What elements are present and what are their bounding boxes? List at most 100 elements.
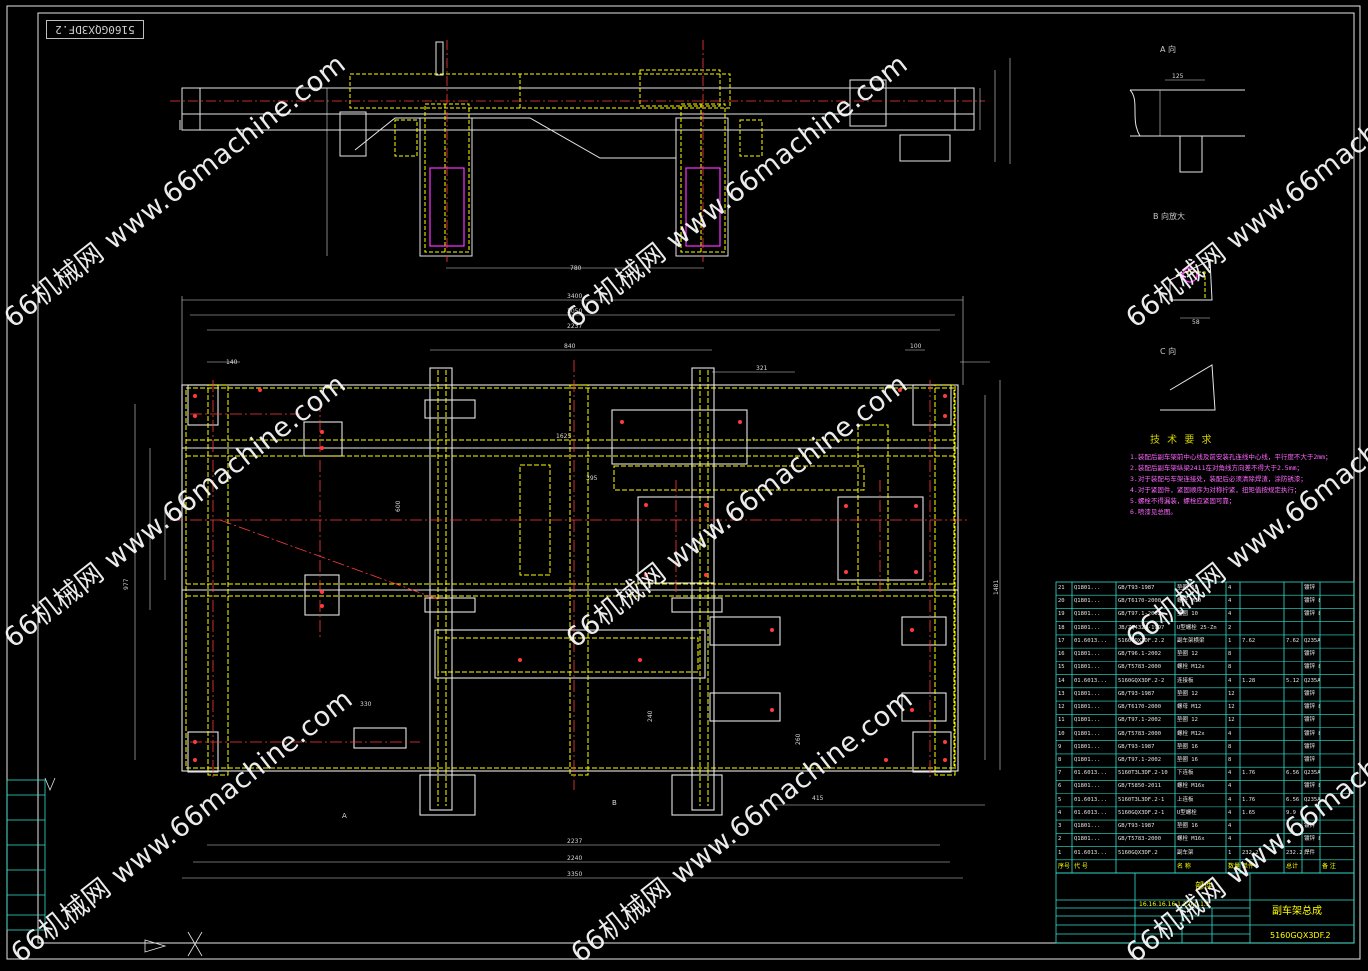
bom-cell bbox=[1286, 833, 1302, 846]
title-block bbox=[1055, 872, 1355, 944]
tech-req-title: 技 术 要 求 bbox=[1150, 435, 1214, 446]
bom-header-cell: 名 称 bbox=[1177, 862, 1191, 870]
bom-cell bbox=[1242, 741, 1284, 754]
bom-cell bbox=[1286, 622, 1302, 635]
bom-cell: 1.76 bbox=[1242, 796, 1256, 803]
bom-cell: 垫圈 10 bbox=[1177, 611, 1198, 618]
bom-cell: 8 bbox=[1228, 651, 1232, 658]
bom-header-cell: 序号 bbox=[1058, 862, 1071, 870]
ucs-y-icon bbox=[44, 777, 56, 792]
bom-cell bbox=[1242, 780, 1284, 793]
bom-cell: 7.62 bbox=[1286, 637, 1300, 644]
bom-cell: 01.6013... bbox=[1074, 770, 1108, 777]
bom-cell: 19 bbox=[1058, 611, 1065, 618]
bom-cell bbox=[1286, 728, 1302, 741]
bom-cell: GB/T5783-2000 bbox=[1118, 836, 1162, 843]
bom-cell: Q1801... bbox=[1074, 651, 1101, 658]
drawing-frame bbox=[6, 5, 1361, 960]
dim-bottom-2237: 2237 bbox=[567, 838, 582, 845]
bom-cell: Q1801... bbox=[1074, 704, 1101, 711]
parts-header: 部件 bbox=[1195, 880, 1213, 892]
bom-cell: 5160T3L3DF.2-10 bbox=[1118, 770, 1168, 777]
bom-cell: GB/T96.1-2002 bbox=[1118, 651, 1162, 658]
bom-cell bbox=[1286, 595, 1302, 608]
bom-cell: 副车架横梁 bbox=[1177, 637, 1205, 644]
bom-cell: 镀锌 bbox=[1304, 756, 1316, 763]
bom-cell: 7 bbox=[1058, 770, 1062, 777]
bom-cell: Q1801... bbox=[1074, 783, 1101, 790]
bom-cell bbox=[1242, 582, 1284, 595]
bom-cell bbox=[1242, 833, 1284, 846]
bom-cell bbox=[1242, 622, 1284, 635]
detail-views: 125 58 bbox=[1129, 73, 1245, 411]
ucs-cross-icon bbox=[187, 931, 203, 957]
bom-cell: 镀锌 bbox=[1304, 585, 1316, 591]
dim-240: 240 bbox=[647, 710, 654, 722]
bom-cell: 15 bbox=[1058, 664, 1065, 671]
bom-cell: GB/T97.1-2002 bbox=[1118, 756, 1162, 763]
bom-cell: 5160T3L3DF.2-1 bbox=[1118, 796, 1165, 803]
bom-header-cell: 单件 bbox=[1242, 862, 1255, 870]
dim-125: 125 bbox=[1172, 73, 1184, 80]
bom-cell: U型螺栓 25-Zn bbox=[1177, 624, 1217, 631]
bom-cell: 4 bbox=[1228, 730, 1232, 737]
bom-cell: 1 bbox=[1228, 637, 1232, 644]
bom-header-cell: 备 注 bbox=[1322, 862, 1336, 870]
tech-req-item: 2.装配后副车架纵梁2411在对角线方向差不得大于2.5mm； bbox=[1130, 464, 1304, 472]
bom-cell: GB/T5783-2000 bbox=[1118, 730, 1162, 737]
dim-330: 330 bbox=[360, 701, 372, 708]
bom-cell: Q1801... bbox=[1074, 756, 1101, 763]
bom-cell: U型螺栓 bbox=[1177, 809, 1197, 816]
bom-cell: Q1801... bbox=[1074, 836, 1101, 843]
bom-cell: Q1801... bbox=[1074, 611, 1101, 618]
dim-1481: 1481 bbox=[993, 580, 1000, 595]
bom-cell bbox=[1286, 582, 1302, 595]
tech-req-list: 1.装配后副车架前中心线及前安装孔连线中心线，平行度不大于2mm；2.装配后副车… bbox=[1130, 452, 1332, 518]
bom-cell bbox=[1286, 688, 1302, 701]
bom-cell: 5160GQX3DF.2-2 bbox=[1118, 677, 1165, 684]
bom-cell: 4 bbox=[1228, 796, 1232, 803]
bom-cell: Q1801... bbox=[1074, 730, 1101, 737]
dim-bottom-3350: 3350 bbox=[567, 871, 582, 878]
bom-cell: 4 bbox=[1228, 585, 1232, 591]
bom-cell: 4 bbox=[1228, 809, 1232, 816]
bom-cell bbox=[1242, 688, 1284, 701]
bom-cell: 8 bbox=[1228, 664, 1232, 671]
bom-cell: Q1801... bbox=[1074, 690, 1101, 697]
bom-cell: 1.76 bbox=[1242, 770, 1256, 777]
bom-cell: 12 bbox=[1058, 704, 1065, 711]
dim-140: 140 bbox=[226, 359, 238, 366]
bom-cell: 垫圈 16 bbox=[1177, 743, 1198, 750]
bom-cell: Q1801... bbox=[1074, 664, 1101, 671]
bom-cell: 镀锌 8级 bbox=[1304, 783, 1320, 790]
elevation-view: 780 bbox=[170, 40, 1011, 272]
plan-view-label-b: B bbox=[612, 799, 617, 807]
bom-cell: 镀锌 bbox=[1304, 717, 1316, 724]
bom-cell: 垫圈 16 bbox=[1177, 823, 1198, 830]
view-label-b: B 向放大 bbox=[1153, 212, 1186, 221]
bom-cell bbox=[1286, 648, 1302, 661]
bom-cell: 10 bbox=[1058, 730, 1065, 737]
bom-cell: GB/T97.1-2002 bbox=[1118, 717, 1162, 724]
bom-cell: 5160GQX3DF.2-1 bbox=[1118, 809, 1165, 816]
bom-cell: 螺栓 M16x bbox=[1177, 836, 1205, 843]
bom-cell: 镀锌 8.8级 bbox=[1304, 664, 1320, 671]
dim-100: 100 bbox=[910, 343, 922, 350]
bom-cell: 01.6013... bbox=[1074, 637, 1108, 644]
dim-321: 321 bbox=[756, 365, 768, 372]
bom-cell: Q1801... bbox=[1074, 717, 1101, 724]
dim-1625: 1625 bbox=[556, 433, 571, 440]
bom-cell: 垫圈 10 bbox=[1177, 585, 1198, 591]
left-revision-strip bbox=[6, 779, 46, 931]
dim-780: 780 bbox=[570, 265, 582, 272]
bom-cell: GB/T5850-2011 bbox=[1118, 783, 1162, 790]
bom-cell bbox=[1242, 728, 1284, 741]
bom-cell: 8 bbox=[1058, 756, 1062, 763]
bom-cell: 9 bbox=[1058, 743, 1062, 750]
view-label-c: C 向 bbox=[1160, 347, 1177, 356]
bom-cell: 8 bbox=[1228, 756, 1232, 763]
ucs-arrow-icon bbox=[144, 939, 167, 953]
bom-cell: 5160GQX3DF.2.2 bbox=[1118, 637, 1165, 644]
dim-840: 840 bbox=[564, 343, 576, 350]
bom-cell: Q235A bbox=[1304, 637, 1320, 644]
